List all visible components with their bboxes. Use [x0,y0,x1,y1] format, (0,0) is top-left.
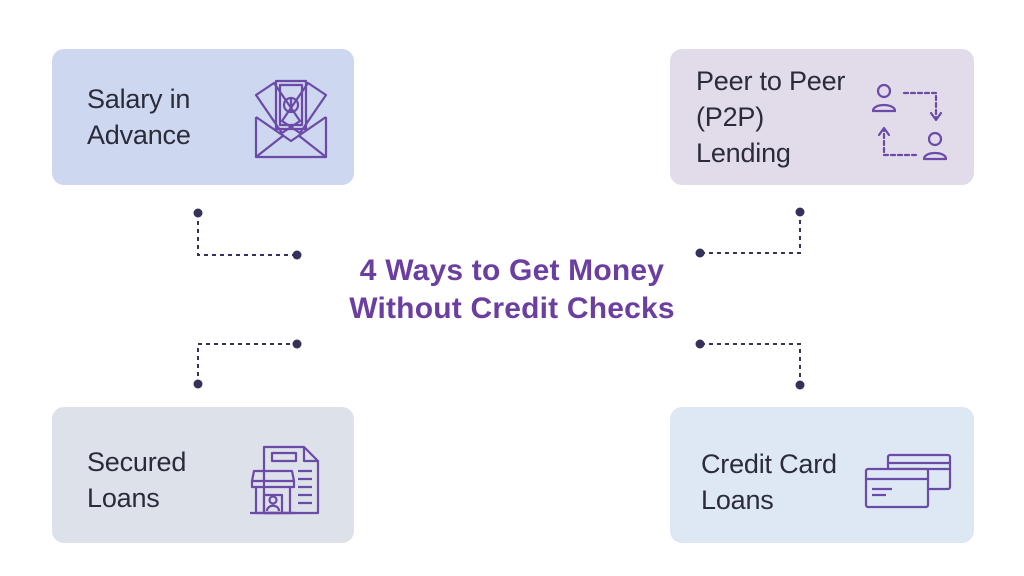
credit-cards-icon [862,451,952,516]
connector-bottom-right [700,343,801,385]
connector-dot [193,379,203,389]
card-credit-card-loans: Credit Card Loans [670,407,974,543]
connector-dot [695,248,705,258]
connector-top-left [197,213,297,256]
card-label: Salary in Advance [87,84,191,150]
card-label: Peer to Peer (P2P) Lending [696,66,846,168]
connector-dot [795,380,805,390]
card-label: Secured Loans [87,447,187,513]
diagram-title: 4 Ways to Get Money Without Credit Check… [349,254,675,325]
connector-dot [292,250,302,260]
card-p2p-lending: Peer to Peer (P2P) Lending [670,49,974,185]
connector-dot [193,208,203,218]
connector-bottom-left [197,343,297,384]
connector-dot [695,339,705,349]
p2p-exchange-icon [868,83,952,172]
shop-document-icon [248,443,322,522]
card-label: Credit Card Loans [701,449,837,515]
money-envelope-icon [252,77,330,164]
connector-dot [292,339,302,349]
connector-top-right [700,212,801,254]
card-secured-loans: Secured Loans [52,407,354,543]
connector-dot [795,207,805,217]
card-salary-in-advance: Salary in Advance [52,49,354,185]
